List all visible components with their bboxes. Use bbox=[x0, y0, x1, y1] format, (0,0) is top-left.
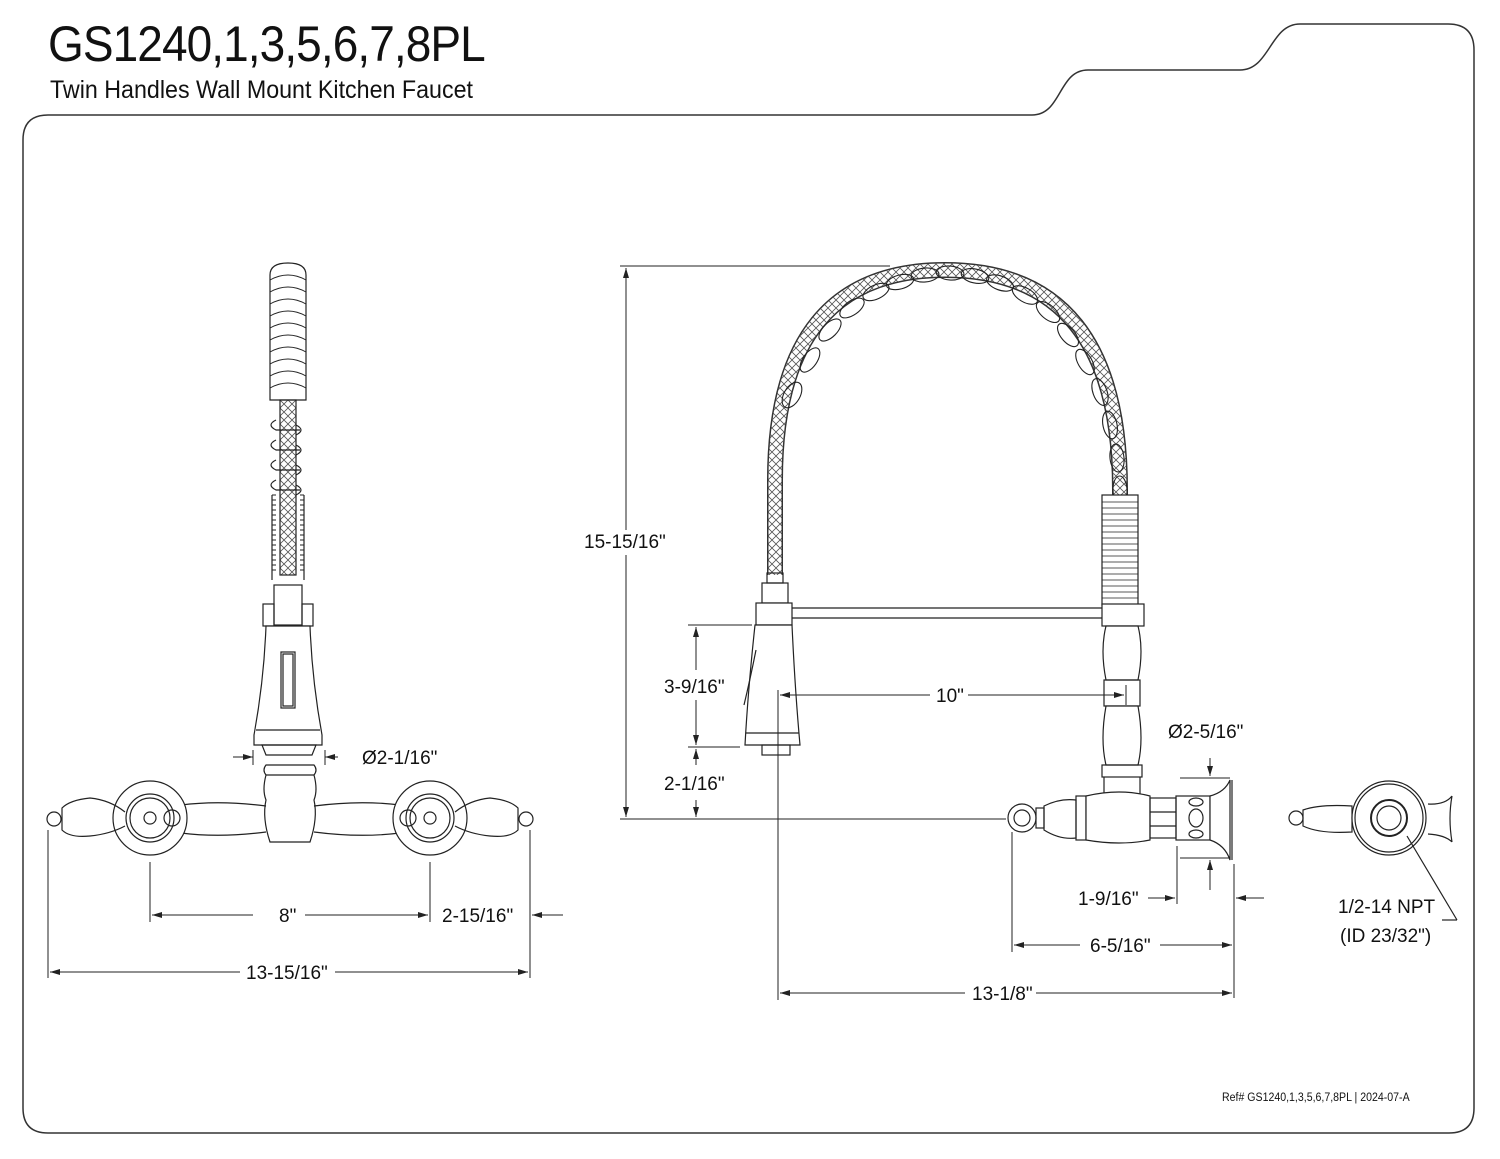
dim-sprayer-diameter: Ø2-1/16" bbox=[362, 748, 437, 769]
detail-view bbox=[1288, 780, 1458, 921]
drawing-title: GS1240,1,3,5,6,7,8PL bbox=[48, 16, 486, 72]
dim-flange-diameter: Ø2-5/16" bbox=[1168, 722, 1243, 743]
drawing-subtitle: Twin Handles Wall Mount Kitchen Faucet bbox=[50, 76, 474, 104]
dim-sprayer-height: 3-9/16" bbox=[664, 677, 725, 698]
dim-sprayer-clearance: 2-1/16" bbox=[664, 774, 725, 795]
dim-center-spacing: 8" bbox=[279, 906, 296, 927]
dim-handle-overhang: 2-15/16" bbox=[442, 906, 513, 927]
dim-overall-height: 15-15/16" bbox=[584, 532, 666, 553]
reference-number: Ref# GS1240,1,3,5,6,7,8PL | 2024-07-A bbox=[1222, 1092, 1410, 1104]
dim-spout-reach: 10" bbox=[936, 686, 964, 707]
dim-overall-width: 13-15/16" bbox=[246, 963, 328, 984]
side-view bbox=[743, 261, 1233, 861]
dim-body-projection: 6-5/16" bbox=[1090, 936, 1151, 957]
front-view bbox=[46, 262, 534, 856]
dim-overall-projection: 13-1/8" bbox=[972, 984, 1033, 1005]
detail-connection-label: 1/2-14 NPT bbox=[1338, 897, 1436, 918]
side-view-dimensions bbox=[620, 265, 1264, 1000]
front-view-dimensions bbox=[47, 750, 563, 978]
frame-border bbox=[22, 23, 1475, 1134]
detail-connection-id: (ID 23/32") bbox=[1340, 926, 1431, 947]
dim-flange-depth: 1-9/16" bbox=[1078, 889, 1139, 910]
